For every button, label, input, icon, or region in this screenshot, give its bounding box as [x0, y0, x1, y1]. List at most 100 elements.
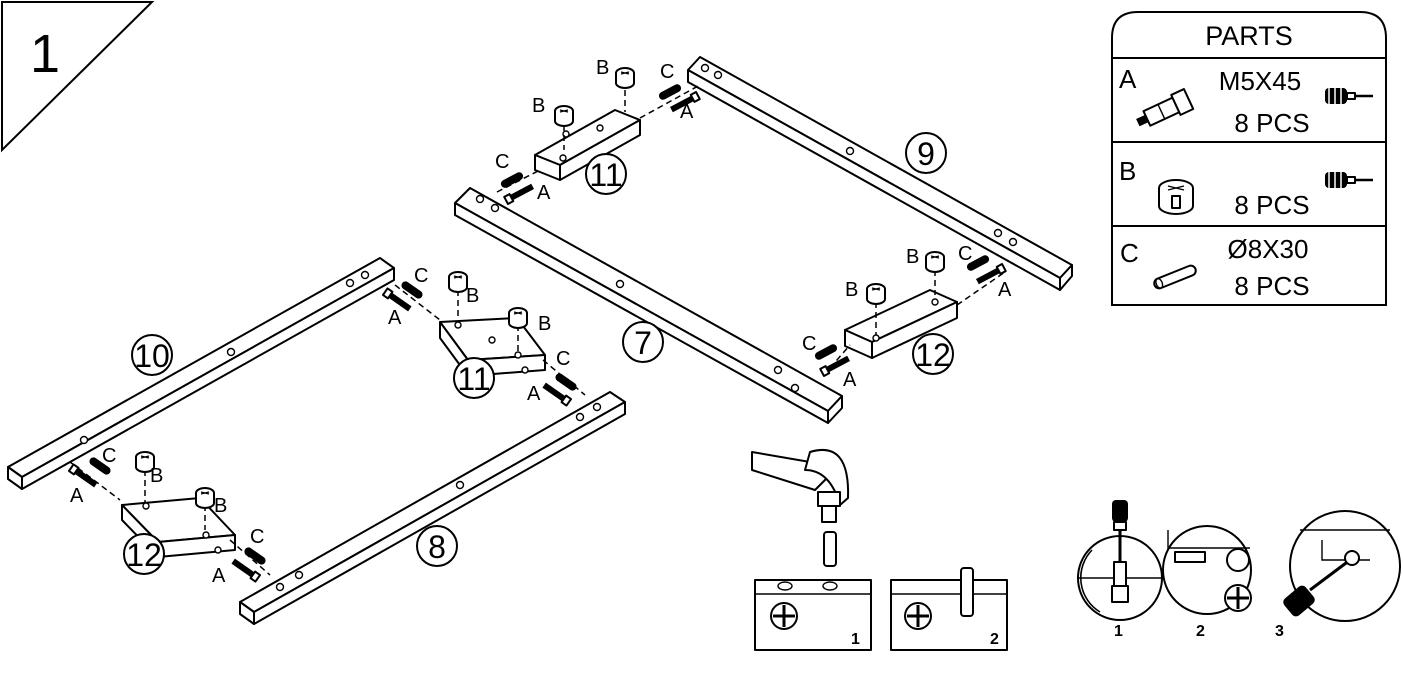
panel-12-upper	[844, 289, 958, 359]
parts-row-b-letter: B	[1119, 156, 1136, 186]
step-number: 1	[30, 24, 60, 84]
hammer-detail: 1 2	[751, 449, 1008, 651]
label-c: C	[250, 526, 264, 548]
cam-bolt-a	[67, 463, 98, 488]
cam-lock-icon	[770, 602, 798, 630]
lower-frame: 10 8 11	[7, 257, 626, 625]
dowel-c	[89, 457, 111, 475]
screwdriver-icon	[1283, 558, 1351, 617]
parts-row-a-letter: A	[1119, 64, 1137, 94]
rotate-arrow-icon	[1079, 549, 1101, 613]
cam-step-1: 1	[1114, 623, 1123, 640]
panel-9	[687, 56, 1073, 291]
cam-nut-b	[195, 487, 215, 509]
panel-label-12-upper: 12	[912, 333, 954, 375]
label-b: B	[150, 465, 163, 487]
cam-detail-2: 2	[1162, 525, 1252, 640]
svg-text:7: 7	[634, 325, 652, 361]
svg-text:8: 8	[428, 529, 446, 565]
cam-detail-3: 3	[1275, 510, 1401, 640]
label-a: A	[998, 279, 1012, 301]
label-a: A	[70, 485, 84, 507]
screwdriver-icon	[1112, 500, 1128, 562]
cam-nut-b	[135, 451, 155, 473]
screwdriver-icon	[1325, 88, 1373, 104]
cam-bolt-a	[381, 287, 412, 312]
panel-label-11-lower: 11	[453, 357, 495, 399]
svg-text:12: 12	[126, 537, 162, 573]
cam-nut-b	[448, 271, 468, 293]
panel-label-10: 10	[131, 334, 173, 376]
parts-row-c-letter: C	[1120, 238, 1139, 268]
svg-text:9: 9	[917, 136, 935, 172]
panel-11-lower	[439, 317, 546, 377]
parts-title: PARTS	[1205, 21, 1293, 51]
panel-10	[7, 257, 395, 490]
label-b: B	[214, 495, 227, 517]
panel-label-12-lower: 12	[123, 533, 165, 575]
hammer-icon	[751, 449, 850, 523]
panel-label-7: 7	[622, 321, 664, 363]
dowel-c	[658, 84, 682, 100]
svg-text:11: 11	[589, 157, 622, 193]
panel-label-9: 9	[905, 132, 947, 174]
label-b: B	[845, 279, 858, 301]
detail-box-2: 2	[890, 567, 1008, 651]
parts-row-a-qty: 8 PCS	[1234, 108, 1309, 138]
cam-lock-icon	[904, 602, 932, 630]
dowel-c	[814, 344, 838, 360]
label-c: C	[802, 333, 816, 355]
parts-row-b-qty: 8 PCS	[1234, 190, 1309, 220]
cam-bolt-a	[975, 263, 1007, 285]
dowel-c	[500, 172, 524, 188]
dowel-c	[401, 281, 423, 299]
label-c: C	[102, 445, 116, 467]
panel-8	[239, 391, 626, 625]
label-a: A	[388, 307, 402, 329]
parts-box: PARTS A M5X45 8 PCS B 8 PCS	[1111, 11, 1387, 306]
cam-bolt-a	[819, 355, 851, 377]
cam-nut-b	[925, 251, 945, 273]
label-b: B	[532, 95, 545, 117]
cam-nut-b	[508, 307, 528, 329]
parts-row-a-size: M5X45	[1219, 66, 1301, 96]
detail-box-1: 1	[754, 579, 872, 651]
hammer-step-2: 2	[990, 631, 999, 648]
dowel-icon	[823, 531, 837, 567]
label-a: A	[843, 369, 857, 391]
dowel-c	[244, 547, 266, 565]
label-c: C	[958, 243, 972, 265]
label-c: C	[414, 265, 428, 287]
label-c: C	[495, 151, 509, 173]
label-c: C	[556, 348, 570, 370]
label-a: A	[212, 565, 226, 587]
dowel-c	[555, 373, 577, 391]
cam-bolt-a	[503, 183, 535, 205]
cam-bolt-icon	[1111, 561, 1129, 603]
svg-text:11: 11	[457, 361, 490, 397]
cam-lock-icon	[1224, 584, 1252, 612]
label-b: B	[538, 313, 551, 335]
panel-12-lower	[121, 497, 236, 558]
label-b: B	[596, 57, 609, 79]
cam-step-3: 3	[1275, 623, 1284, 640]
step-badge: 1	[1, 1, 155, 153]
cam-detail: 1 2 3	[1077, 500, 1401, 640]
svg-text:12: 12	[915, 337, 951, 373]
wooden-dowel-icon	[1153, 264, 1197, 290]
svg-text:10: 10	[134, 338, 170, 374]
panel-label-8: 8	[416, 525, 458, 567]
cam-nut-b	[554, 105, 574, 127]
label-a: A	[527, 383, 541, 405]
cam-step-2: 2	[1196, 623, 1205, 640]
panel-7	[454, 187, 843, 424]
upper-frame: 9 7 11	[454, 56, 1073, 424]
cam-bolt-a	[231, 558, 262, 583]
label-a: A	[537, 182, 551, 204]
panel-11-upper	[534, 109, 641, 181]
parts-row-c-qty: 8 PCS	[1234, 271, 1309, 301]
screwdriver-icon	[1325, 172, 1373, 188]
cam-bolt-a	[669, 91, 701, 113]
dowel-c	[966, 255, 990, 271]
label-b: B	[466, 285, 479, 307]
